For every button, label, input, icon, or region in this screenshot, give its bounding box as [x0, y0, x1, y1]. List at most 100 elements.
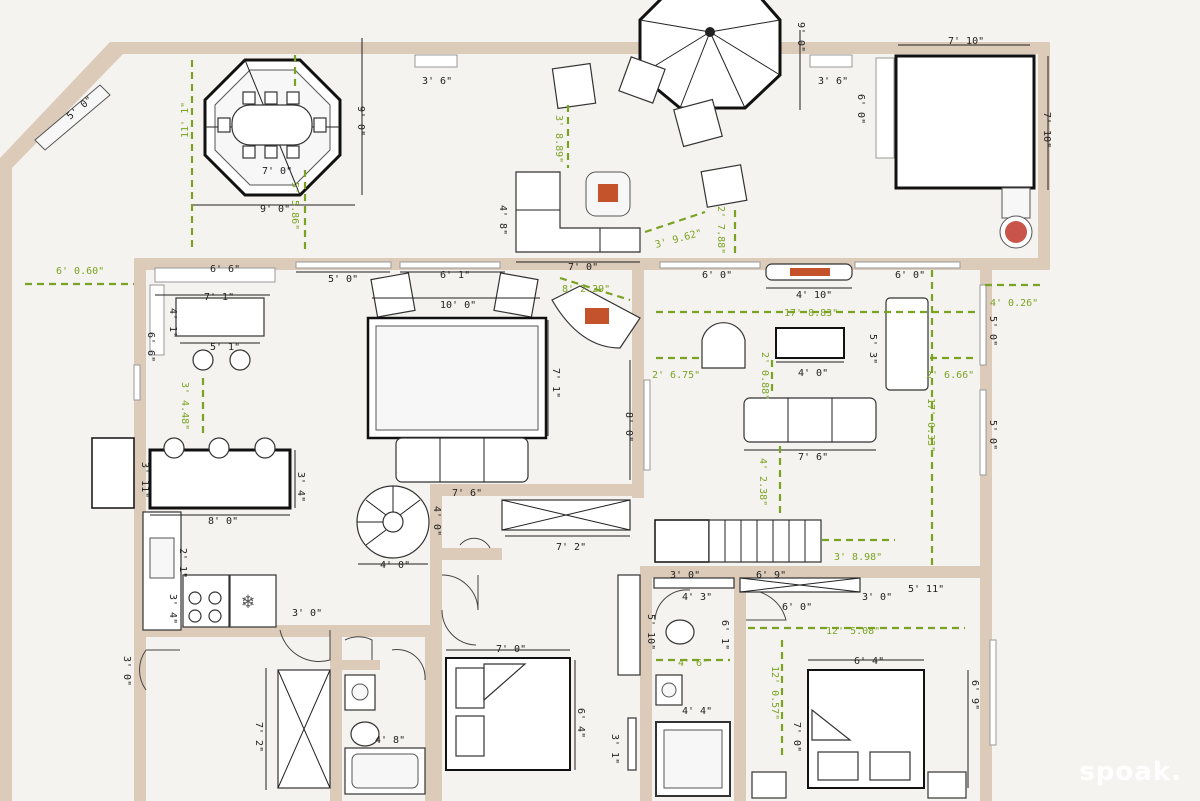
dim-label: 7' 2": [556, 542, 586, 553]
bath-vanity[interactable]: [344, 674, 376, 711]
wall-bedroom1-east: [640, 570, 652, 801]
stair-tread: [365, 529, 387, 546]
loveseat[interactable]: [885, 297, 929, 391]
dim-label: 7' 0": [262, 166, 292, 177]
wall-north: [110, 42, 1050, 54]
armchair-gazebo-1[interactable]: [618, 56, 666, 104]
dim-label: 9' 0": [355, 106, 366, 136]
dining-chair[interactable]: [242, 91, 256, 105]
spiral-staircase[interactable]: [356, 485, 430, 559]
dim-label: 5' 0": [987, 316, 998, 346]
clearance-label: 2' 6.66": [926, 370, 974, 381]
bar-stool[interactable]: [229, 349, 251, 371]
freezer[interactable]: [229, 574, 277, 628]
gazebo-spoke: [709, 31, 781, 76]
living-sofa[interactable]: [395, 437, 529, 483]
pillow: [455, 667, 485, 709]
wall-bath-closet: [330, 625, 342, 801]
armchair-living-2[interactable]: [493, 272, 539, 318]
nightstand-3[interactable]: [927, 771, 967, 799]
dining-chair[interactable]: [313, 117, 327, 133]
bar-stool[interactable]: [163, 437, 185, 459]
window-northeast: [875, 57, 895, 159]
closet-x: [277, 669, 331, 789]
dining-chair[interactable]: [242, 145, 256, 159]
stair-tread: [399, 499, 421, 516]
dining-chair[interactable]: [264, 145, 278, 159]
bath2-vanity-top[interactable]: [653, 577, 735, 589]
armchair-gazebo-2[interactable]: [673, 98, 723, 148]
refrigerator-cabinet[interactable]: [91, 437, 135, 509]
kitchen-sink[interactable]: [149, 537, 175, 579]
clearance-label: 12' 5.08": [826, 626, 880, 637]
fire-icon: [585, 308, 609, 324]
dim-label: 2' 1": [177, 548, 188, 578]
nightstand[interactable]: [627, 717, 637, 771]
wall-bath2-east: [734, 566, 746, 801]
fire-icon: [598, 184, 618, 202]
wall-kitchen-south: [134, 625, 434, 637]
door-bath-inner: [391, 649, 426, 681]
dining-table[interactable]: [231, 104, 313, 146]
fireplace-corner[interactable]: [551, 285, 641, 349]
dining-chair[interactable]: [217, 117, 231, 133]
bar-stool[interactable]: [192, 349, 214, 371]
dresser[interactable]: [617, 574, 641, 676]
clearance-label: 6' 0.60": [56, 266, 104, 277]
door-stair-hall: [459, 537, 491, 549]
dim-label: 9' 0": [795, 22, 806, 52]
gazebo-center: [705, 27, 715, 37]
storage-box[interactable]: [894, 54, 1036, 190]
windows: [133, 54, 997, 746]
armchair-living-1[interactable]: [370, 272, 416, 318]
bathtub-inner: [351, 753, 419, 789]
clearance-label: 4' 0.26": [990, 298, 1038, 309]
dim-label: 5' 11": [908, 584, 944, 595]
bar-stool[interactable]: [208, 437, 230, 459]
dining-chair[interactable]: [264, 91, 278, 105]
toilet[interactable]: [350, 721, 380, 747]
diagonal-bench[interactable]: [34, 84, 111, 151]
gazebo-spoke: [679, 31, 711, 109]
kitchen-island-top[interactable]: [175, 297, 265, 337]
staircase[interactable]: [708, 519, 822, 563]
grill-frame[interactable]: [1001, 187, 1031, 219]
clearance-label: 8' 2.29": [562, 284, 610, 295]
bed-2[interactable]: [807, 669, 925, 789]
sofa-right[interactable]: [743, 397, 877, 443]
dim-label: 6' 6": [145, 332, 156, 362]
dim-label: 4' 10": [796, 290, 832, 301]
bar-stool[interactable]: [254, 437, 276, 459]
wall-west-lower: [134, 625, 146, 801]
stair-landing[interactable]: [654, 519, 710, 563]
bed-1[interactable]: [445, 657, 571, 771]
sectional-sofa[interactable]: [515, 171, 641, 253]
kitchen-island[interactable]: [148, 448, 292, 510]
outdoor-sectional[interactable]: [515, 171, 641, 253]
dim-label: 6' 9": [969, 680, 980, 710]
dim-label: 4' 1": [167, 308, 178, 338]
window-mid-4: [659, 261, 761, 269]
main-staircase[interactable]: [708, 519, 822, 563]
walls: [0, 42, 1050, 801]
dim-label: 4' 0": [380, 560, 410, 571]
dining-chair[interactable]: [286, 91, 300, 105]
pillow: [455, 715, 485, 757]
armchair-top[interactable]: [551, 62, 597, 110]
dim-label: 4' 0": [798, 368, 828, 379]
gazebo[interactable]: [638, 0, 782, 110]
dining-pavilion[interactable]: [203, 58, 342, 197]
gazebo-spoke: [639, 19, 711, 33]
clearance-label: 3' 9.62": [654, 228, 703, 251]
grill[interactable]: [999, 187, 1033, 249]
dining-chair[interactable]: [286, 145, 300, 159]
toilet-2[interactable]: [665, 619, 695, 645]
accent-chair[interactable]: [701, 322, 746, 369]
dimension-label-group: 3' 6" 3' 6" 7' 10" 7' 10" 6' 0" 9' 0" 5'…: [65, 22, 1052, 764]
brand-watermark: spoak.: [1079, 757, 1182, 787]
nightstand-2[interactable]: [751, 771, 787, 799]
armchair-gazebo-3[interactable]: [700, 164, 748, 208]
coffee-table[interactable]: [775, 327, 845, 359]
